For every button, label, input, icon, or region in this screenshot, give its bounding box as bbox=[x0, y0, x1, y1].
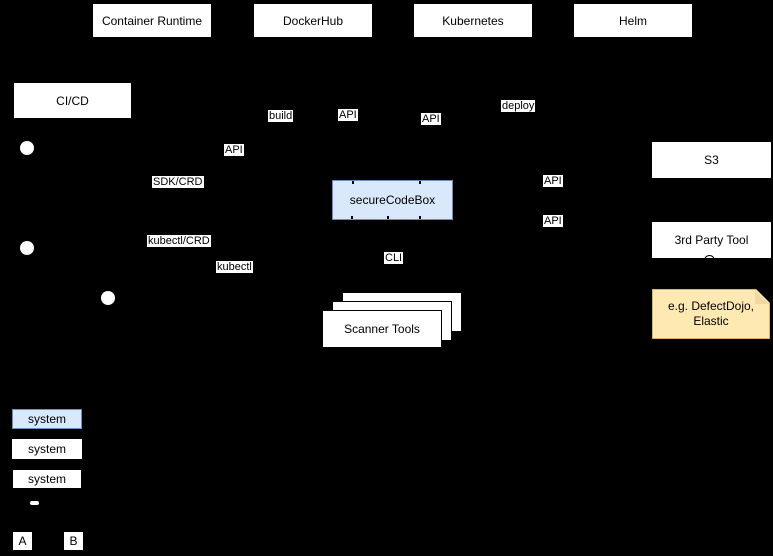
edge-label-api-third-party: API bbox=[543, 215, 563, 227]
connector-stub bbox=[387, 216, 389, 219]
edge-label-kubectl: kubectl bbox=[216, 261, 253, 273]
legend-marker-b: B bbox=[63, 531, 84, 551]
legend-item-system-outlined: system bbox=[12, 469, 82, 489]
node-kubernetes: Kubernetes bbox=[413, 3, 533, 38]
note-line: Elastic bbox=[693, 314, 729, 328]
legend-item-system-accent: system bbox=[12, 409, 82, 429]
legend-item-system-plain: system bbox=[12, 439, 82, 459]
edge-label-api-kubernetes: API bbox=[421, 113, 441, 125]
connector-stub bbox=[419, 181, 421, 184]
interface-lollipop-icon bbox=[704, 255, 715, 266]
node-securecodebox: secureCodeBox bbox=[332, 180, 453, 220]
node-cicd: CI/CD bbox=[13, 82, 132, 119]
connector-stub bbox=[352, 181, 354, 184]
interface-circle bbox=[20, 241, 34, 255]
edge-label-api-s3: API bbox=[543, 175, 563, 187]
edge-label-deploy: deploy bbox=[501, 100, 536, 112]
node-s3: S3 bbox=[651, 141, 772, 179]
edge-label-kubectl-crd: kubectl/CRD bbox=[147, 235, 211, 247]
node-dockerhub: DockerHub bbox=[253, 3, 373, 38]
connector-stub bbox=[419, 216, 421, 219]
edge-label-cli: CLI bbox=[384, 252, 404, 264]
edge-label-build: build bbox=[268, 110, 294, 122]
legend-dash-icon bbox=[30, 501, 39, 505]
edge-label-sdk-crd: SDK/CRD bbox=[152, 176, 204, 188]
note-defectdojo-elastic: e.g. DefectDojo, Elastic bbox=[652, 289, 770, 339]
interface-circle bbox=[20, 141, 34, 155]
interface-circle bbox=[101, 291, 115, 305]
legend-marker-a: A bbox=[12, 531, 33, 551]
node-3rd-party-tool: 3rd Party Tool bbox=[651, 221, 772, 259]
note-fold-corner-icon bbox=[755, 290, 769, 304]
connector-stub bbox=[351, 216, 353, 219]
node-scanner-tools: Scanner Tools bbox=[322, 310, 442, 348]
edge-label-api-dockerhub: API bbox=[338, 109, 358, 121]
edge-label-api-container-runtime: API bbox=[224, 144, 244, 156]
node-helm: Helm bbox=[573, 3, 693, 38]
node-container-runtime: Container Runtime bbox=[92, 3, 212, 38]
note-line: e.g. DefectDojo, bbox=[667, 299, 755, 313]
